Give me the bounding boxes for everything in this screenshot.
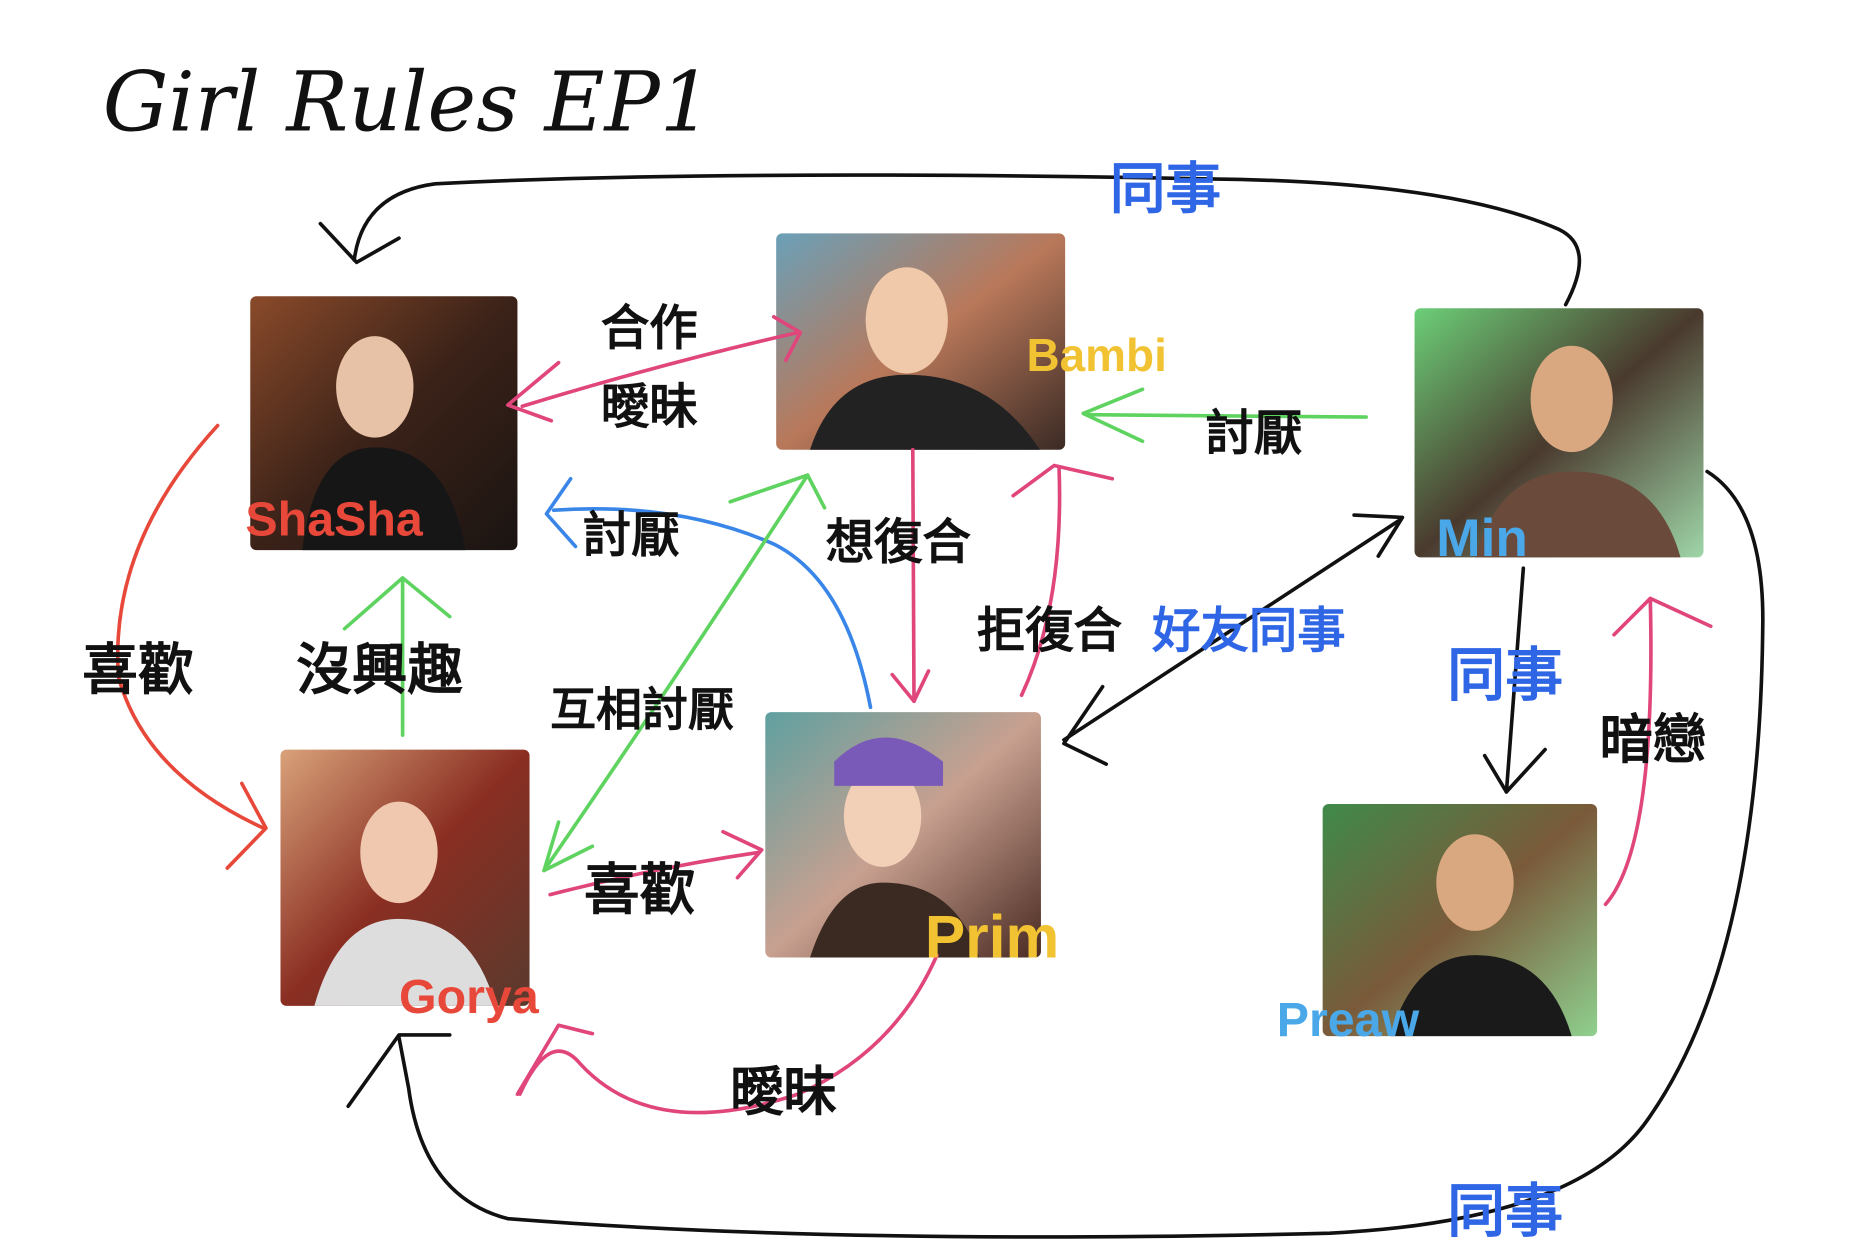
label-want-reunite: 想復合 xyxy=(826,515,972,571)
edge-min-gorya xyxy=(346,469,1765,1239)
edge-prim-bambi xyxy=(1011,463,1115,697)
edge-prim-shasha xyxy=(544,476,873,710)
label-cooperate: 合作 xyxy=(601,301,698,357)
label-like-gorya: 喜歡 xyxy=(584,858,695,923)
label-ambiguous-prim: 曖昧 xyxy=(730,1061,837,1123)
edge-bambi-prim xyxy=(890,447,931,704)
label-like-shasha: 喜歡 xyxy=(82,638,193,703)
edge-gorya-prim xyxy=(548,829,764,897)
name-preaw: Preaw xyxy=(1277,993,1420,1047)
label-dislike-min: 討厭 xyxy=(1205,406,1302,462)
photo-min xyxy=(1414,308,1704,558)
edge-prim-gorya xyxy=(515,953,939,1115)
label-mutual-dislike: 互相討厭 xyxy=(550,682,734,736)
edge-preaw-min xyxy=(1603,596,1713,907)
label-coworker-bottom: 同事 xyxy=(1447,1177,1563,1245)
edge-shasha-bambi xyxy=(505,314,803,423)
photo-preaw xyxy=(1322,803,1598,1037)
name-min: Min xyxy=(1436,509,1528,568)
edge-gorya-bambi xyxy=(542,473,827,873)
label-not-interested: 沒興趣 xyxy=(296,638,463,703)
photo-bambi xyxy=(776,233,1066,450)
photo-prim xyxy=(765,712,1041,958)
edge-gorya-shasha xyxy=(342,576,452,737)
edge-min-preaw xyxy=(1482,566,1547,794)
label-dislike-prim: 討厭 xyxy=(583,507,680,563)
label-coworker-top: 同事 xyxy=(1110,157,1221,222)
label-crush: 暗戀 xyxy=(1600,709,1706,771)
name-bambi: Bambi xyxy=(1026,329,1166,381)
edge-min-shasha xyxy=(318,173,1582,307)
label-ambiguous-bambi: 曖昧 xyxy=(601,379,698,435)
name-gorya: Gorya xyxy=(399,970,540,1024)
edge-prim-min xyxy=(1062,513,1405,766)
name-shasha: ShaSha xyxy=(245,493,423,547)
label-coworker-preaw: 同事 xyxy=(1447,641,1563,709)
name-prim: Prim xyxy=(925,903,1059,971)
photo-shasha xyxy=(250,296,518,551)
edge-shasha-gorya xyxy=(115,423,268,870)
label-friend-coworker: 好友同事 xyxy=(1151,603,1345,659)
edge-min-bambi xyxy=(1081,387,1368,444)
label-refuse-reunite: 拒復合 xyxy=(977,603,1123,659)
photo-gorya xyxy=(280,749,530,1006)
diagram-title: Girl Rules EP1 xyxy=(103,56,712,151)
